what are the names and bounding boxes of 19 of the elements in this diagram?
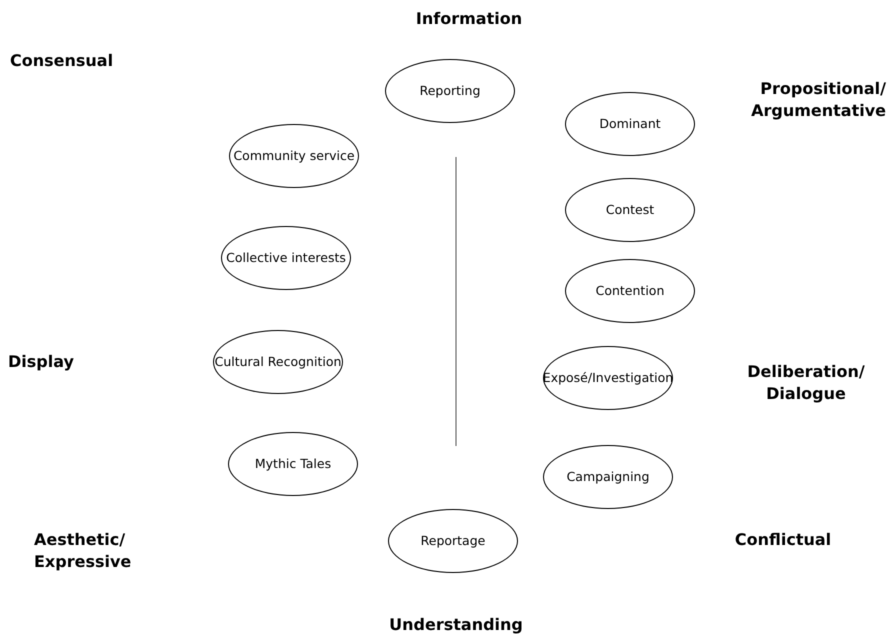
axis-label: Propositional/ Argumentative [750,78,886,122]
axis-label: Understanding [388,614,524,635]
axis-label: Conflictual [734,529,832,551]
axis-label: Aesthetic/ Expressive [34,529,132,573]
node-text: Contention [596,283,664,299]
node-text: Reporting [420,83,480,99]
axis-label: Deliberation/ Dialogue [746,361,866,405]
axis-label: Information [414,8,524,30]
node-text: Dominant [599,116,661,132]
node-text: Campaigning [566,469,650,485]
node-text: Reportage [420,533,486,549]
node-text: Collective interests [226,250,346,266]
node-text: Mythic Tales [254,456,332,472]
node-text: Contest [606,202,654,218]
axis-label: Display [8,351,75,373]
node-text: Cultural Recognition [214,354,342,370]
axis-label: Consensual [10,50,114,72]
node-text: Exposé/Investigation [542,370,674,386]
node-text: Community service [233,148,355,164]
